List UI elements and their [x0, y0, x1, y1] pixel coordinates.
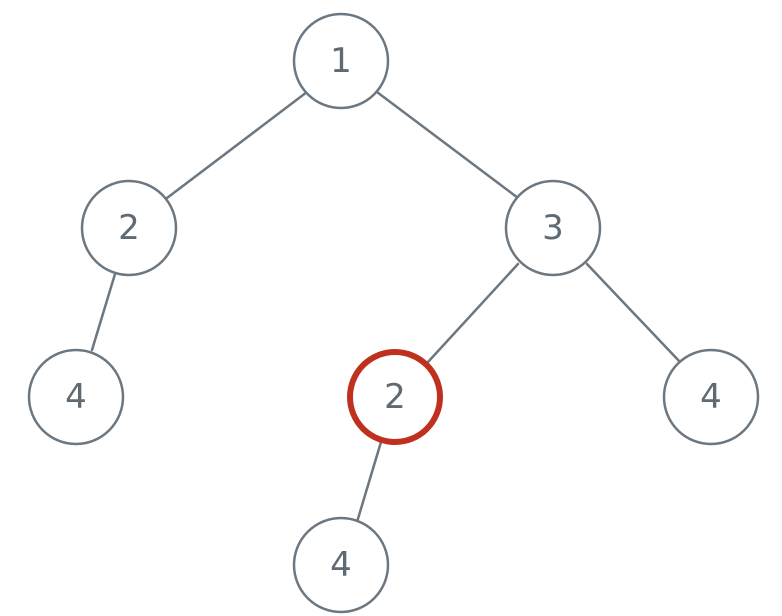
node-label: 4 [700, 377, 722, 417]
node-label: 4 [65, 377, 87, 417]
tree-edges [90, 90, 682, 524]
node-circle [292, 12, 390, 110]
tree-node-right-right-child: 4 [662, 348, 760, 446]
node-circle [662, 348, 760, 446]
node-label: 3 [542, 208, 564, 248]
node-circle-highlighted [347, 349, 443, 445]
edge-1-to-3 [375, 90, 520, 200]
edge-3-to-2 [426, 262, 520, 364]
node-label: 2 [384, 377, 406, 417]
edge-3-to-4 [585, 262, 682, 364]
node-label: 1 [330, 41, 352, 81]
edge-2-to-4 [90, 272, 117, 352]
tree-node-left-child: 4 [27, 348, 125, 446]
edge-1-to-2 [165, 90, 309, 200]
tree-node-highlighted: 2 [347, 349, 443, 445]
node-circle [80, 179, 178, 277]
node-label: 4 [330, 545, 352, 585]
node-circle [292, 516, 390, 614]
node-label: 2 [118, 208, 140, 248]
tree-node-left: 2 [80, 179, 178, 277]
tree-nodes: 1 2 3 4 2 4 4 [27, 12, 760, 614]
node-circle [27, 348, 125, 446]
tree-node-right: 3 [504, 179, 602, 277]
tree-node-bottom: 4 [292, 516, 390, 614]
tree-node-root: 1 [292, 12, 390, 110]
edge-2-to-4-lower [355, 440, 383, 524]
node-circle [504, 179, 602, 277]
